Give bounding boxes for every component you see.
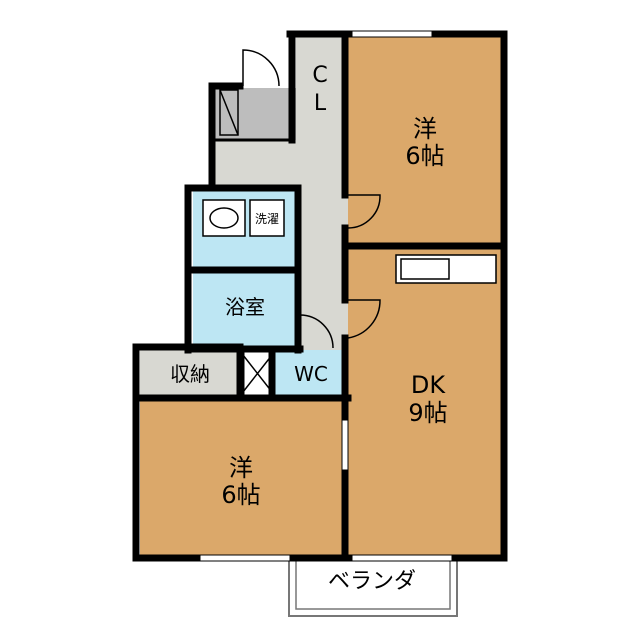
closet: [296, 36, 348, 140]
balcony: [288, 557, 458, 617]
storage: [140, 350, 240, 396]
entrance: [214, 88, 296, 140]
walls: [132, 30, 508, 562]
bathroom: [193, 272, 297, 346]
western-room-top-label-1: 洋: [413, 115, 437, 143]
wc-room: [275, 350, 348, 396]
washbasin-icon: [202, 199, 246, 237]
closet-label-2: L: [314, 91, 327, 116]
western-room-top-label-2: 6帖: [405, 142, 444, 170]
western-room-bottom-label-2: 6帖: [221, 481, 260, 509]
storage-label: 収納: [170, 362, 210, 386]
dk-room: [348, 246, 502, 556]
dk-label-2: 9帖: [408, 399, 447, 427]
bath-label: 浴室: [225, 295, 265, 319]
windows: [199, 30, 453, 562]
washer-icon: [249, 199, 285, 237]
closet-label-1: C: [312, 63, 327, 88]
western-room-bottom: [140, 400, 348, 556]
dk-label-1: DK: [411, 371, 446, 399]
door-swings: [219, 49, 497, 393]
wc-label: WC: [294, 362, 328, 386]
western-room-top: [348, 36, 502, 246]
hallway: [214, 140, 348, 188]
washroom-label: 洗濯: [255, 212, 279, 226]
western-room-bottom-label-1: 洋: [229, 454, 253, 482]
balcony-label: ベランダ: [328, 569, 416, 594]
